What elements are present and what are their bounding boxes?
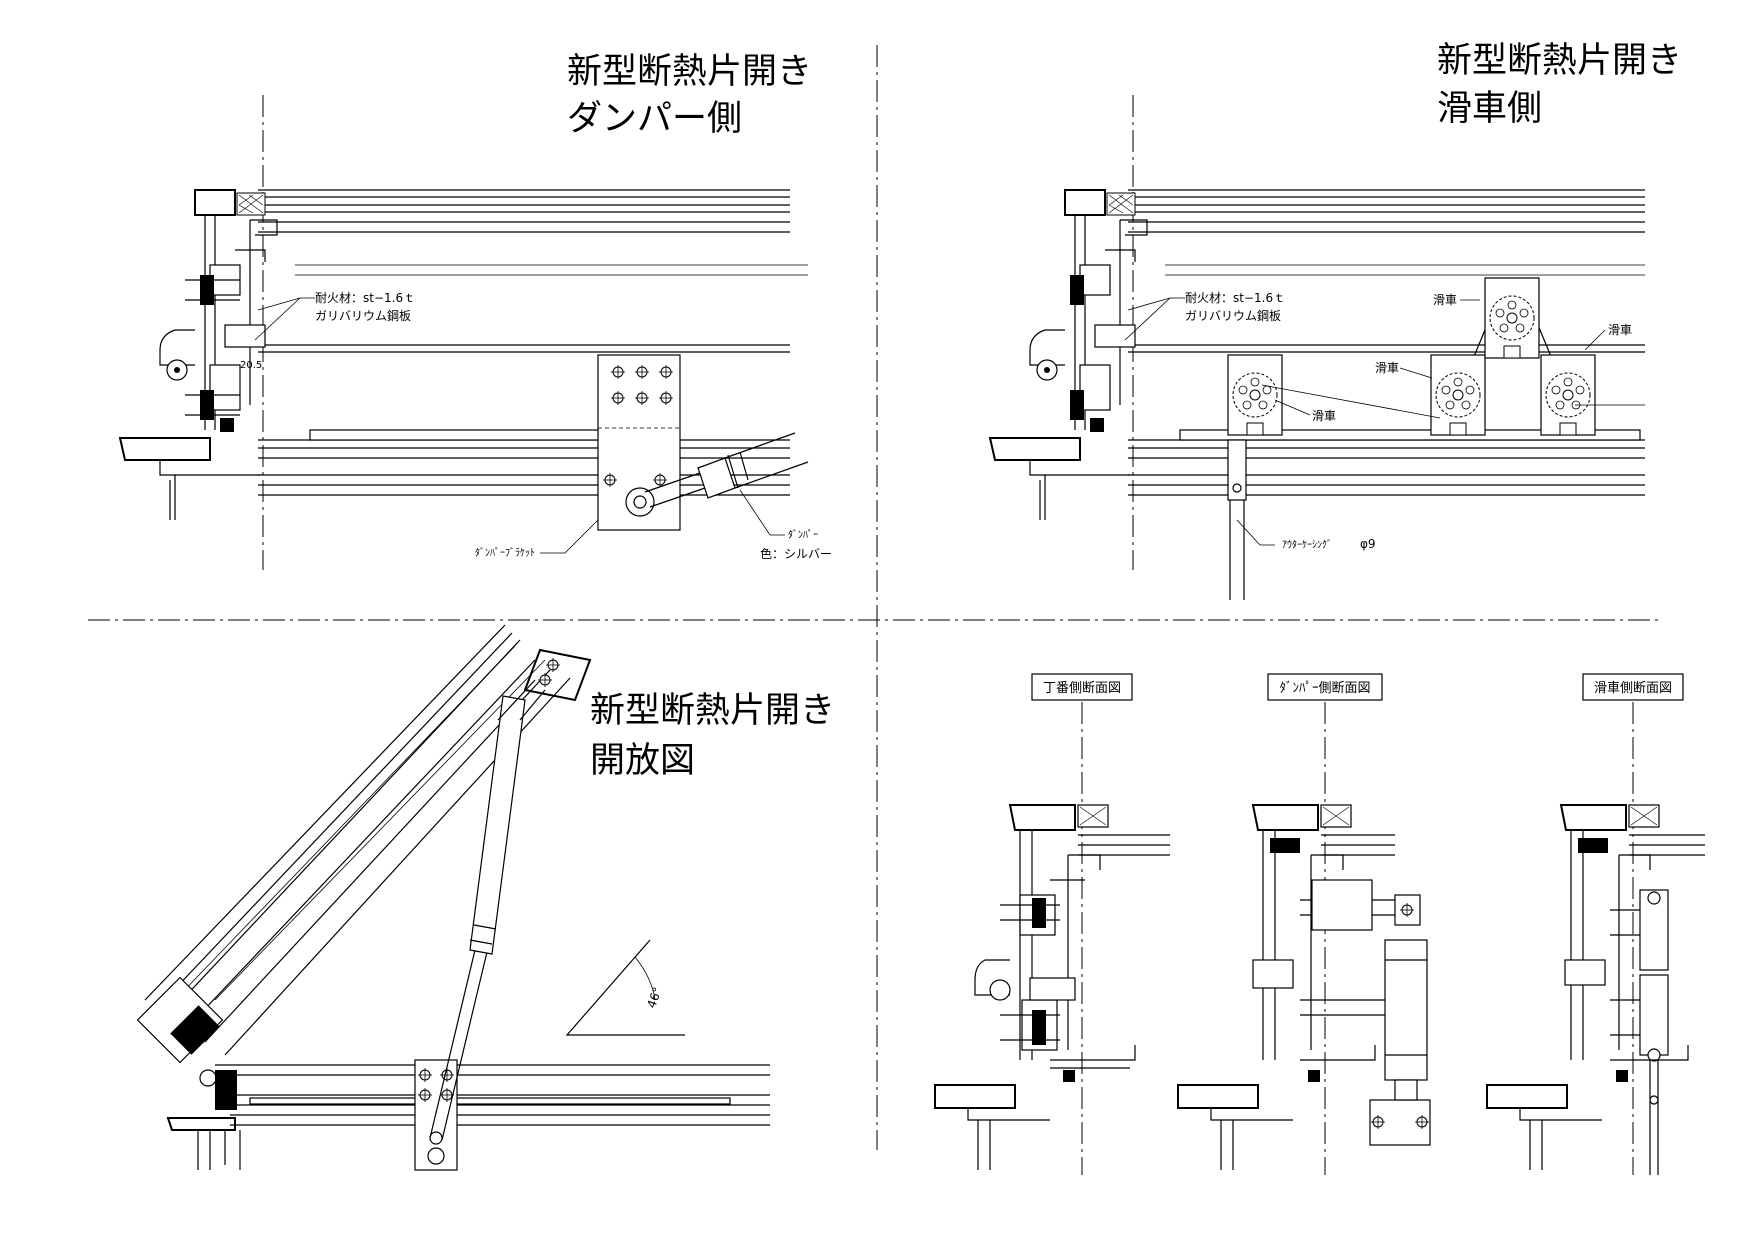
pulley-assembly: [1227, 277, 1645, 436]
damper-bracket-note: ﾀﾞﾝﾊﾟｰﾌﾞﾗｹｯﾄ: [475, 519, 599, 559]
fire-material-text: 耐火材：st−1.6ｔ: [1185, 291, 1285, 305]
hinge-section-label-box: [1031, 673, 1133, 701]
outer-casing: ｱｳﾀｰｹｰｼﾝｸﾞ φ9: [1227, 439, 1376, 600]
damper-text: ﾀﾞﾝﾊﾟｰ: [788, 529, 818, 541]
angle-label: 46°: [644, 985, 664, 1010]
casing-text: ｱｳﾀｰｹｰｼﾝｸﾞ: [1282, 539, 1332, 551]
pulley-label-right: 滑車: [1608, 323, 1632, 337]
damper-side-panel: 新型断熱片開き ダンパー側: [119, 52, 832, 570]
pulley-side-panel: 新型断熱片開き 滑車側 ｱｳﾀｰｹｰｼﾝｸﾞ φ9: [989, 41, 1682, 600]
hinge-section: [934, 804, 1170, 1170]
pulley-title-line1: 新型断熱片開き: [1437, 41, 1682, 81]
damper-section-label-box: [1267, 673, 1383, 701]
pulley-section-label: 滑車側断面図: [1594, 681, 1672, 696]
damper-title-line1: 新型断熱片開き: [567, 52, 812, 92]
angle-indicator: 46°: [565, 939, 685, 1036]
open-view-panel: 新型断熱片開き 開放図: [136, 624, 835, 1171]
galvalume-text: ガリバリウム鋼板: [315, 309, 411, 323]
damper-title-line2: ダンパー側: [567, 99, 742, 139]
casing-diameter-text: φ9: [1360, 537, 1376, 551]
fire-material-note: 耐火材：st−1.6ｔ ガリバリウム鋼板: [1124, 291, 1285, 341]
pulley-label-mid: 滑車: [1375, 361, 1399, 375]
pulley-labels: 滑車 滑車 滑車 滑車: [1274, 293, 1632, 423]
fire-material-text: 耐火材：st−1.6ｔ: [315, 291, 415, 305]
opened-sash: [136, 624, 592, 1064]
damper-bracket-text: ﾀﾞﾝﾊﾟｰﾌﾞﾗｹｯﾄ: [475, 547, 535, 559]
open-title-line1: 新型断熱片開き: [590, 691, 835, 731]
open-title-line2: 開放図: [590, 741, 695, 781]
damper-note: ﾀﾞﾝﾊﾟｰ 色：シルバー: [739, 489, 832, 561]
damper-section-label: ﾀﾞﾝﾊﾟｰ側断面図: [1279, 681, 1370, 696]
dimension-label: 20.5: [240, 360, 262, 371]
pulley-label-top: 滑車: [1433, 293, 1457, 307]
fire-material-note: 耐火材：st−1.6ｔ ガリバリウム鋼板: [254, 291, 415, 341]
galvalume-text: ガリバリウム鋼板: [1185, 309, 1281, 323]
open-damper-cylinder: [429, 679, 546, 1141]
pulley-section: [1486, 804, 1705, 1175]
damper-section: [1177, 804, 1431, 1170]
pulley-label-bottom: 滑車: [1312, 409, 1336, 423]
hinge-section-label: 丁番側断面図: [1043, 681, 1121, 696]
pulley-section-label-box: [1582, 673, 1684, 701]
damper-cylinder: [644, 432, 809, 508]
damper-color-text: 色：シルバー: [760, 547, 832, 561]
damper-bracket: [597, 354, 681, 531]
section-views-panel: 丁番側断面図 ﾀﾞﾝﾊﾟｰ側断面図 滑車側断面図: [934, 673, 1705, 1175]
pulley-title-line2: 滑車側: [1437, 89, 1542, 129]
